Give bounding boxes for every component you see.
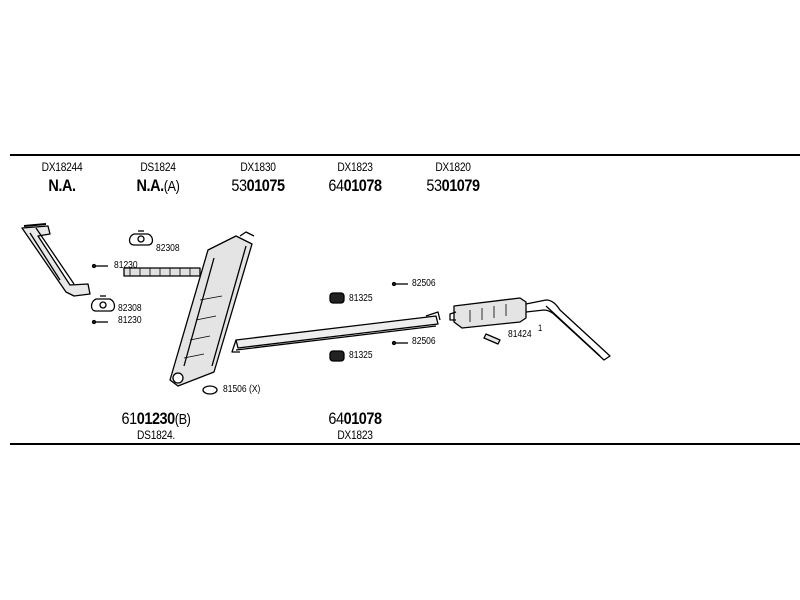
- footer-left: 6101230(B) DS1824.: [96, 410, 216, 441]
- part-code: DX1820: [435, 160, 471, 174]
- part-label: 81325: [349, 293, 373, 304]
- part-code: DX1830: [240, 160, 276, 174]
- front-muffler: [169, 231, 255, 387]
- header-col-5: DX1820 5301079: [408, 161, 498, 194]
- clamp-icon: [128, 230, 154, 246]
- part-label-mark: 1: [538, 323, 543, 333]
- part-label: 82308: [118, 303, 142, 314]
- part-number: 5301079: [426, 176, 480, 195]
- part-code: DX18244: [41, 160, 83, 174]
- part-code: DX1823: [337, 428, 373, 442]
- front-downpipe: [21, 223, 91, 297]
- rear-muffler: [449, 297, 611, 361]
- part-code: DX1823: [337, 160, 373, 174]
- part-number: N.A.(A): [136, 176, 180, 195]
- part-number: 6101230(B): [121, 409, 191, 428]
- part-number: 5301075: [231, 176, 285, 195]
- header-col-3: DX1830 5301075: [213, 161, 303, 194]
- hanger-icon: [483, 333, 501, 345]
- gasket-icon: [202, 385, 218, 395]
- part-label: 81230: [118, 315, 142, 326]
- bottom-rule: [10, 443, 800, 445]
- part-label: 82308: [156, 243, 180, 254]
- rubber-mount-icon: [329, 292, 345, 304]
- footer-center: 6401078 DX1823: [300, 410, 410, 441]
- top-rule: [10, 154, 800, 156]
- intermediate-pipe: [231, 311, 441, 353]
- bolt-icon: [91, 263, 108, 269]
- header-col-4: DX1823 6401078: [310, 161, 400, 194]
- part-label: 82506: [412, 278, 436, 289]
- part-label: 81230: [114, 260, 138, 271]
- bolt-icon: [391, 340, 408, 346]
- part-number: 6401078: [328, 409, 382, 428]
- header-col-1: DX18244 N.A.: [22, 161, 102, 194]
- bolt-icon: [91, 319, 108, 325]
- part-number: 6401078: [328, 176, 382, 195]
- part-label: 81506 (X): [223, 384, 261, 395]
- part-label: 81325: [349, 350, 373, 361]
- part-code: DS1824.: [137, 428, 175, 442]
- rubber-mount-icon: [329, 350, 345, 362]
- part-label: 82506: [412, 336, 436, 347]
- part-code: DS1824: [140, 160, 176, 174]
- bolt-icon: [391, 281, 408, 287]
- clamp-icon: [90, 295, 116, 312]
- header-col-2: DS1824 N.A.(A): [118, 161, 198, 194]
- part-number: N.A.: [48, 176, 76, 195]
- part-label: 81424: [508, 329, 532, 340]
